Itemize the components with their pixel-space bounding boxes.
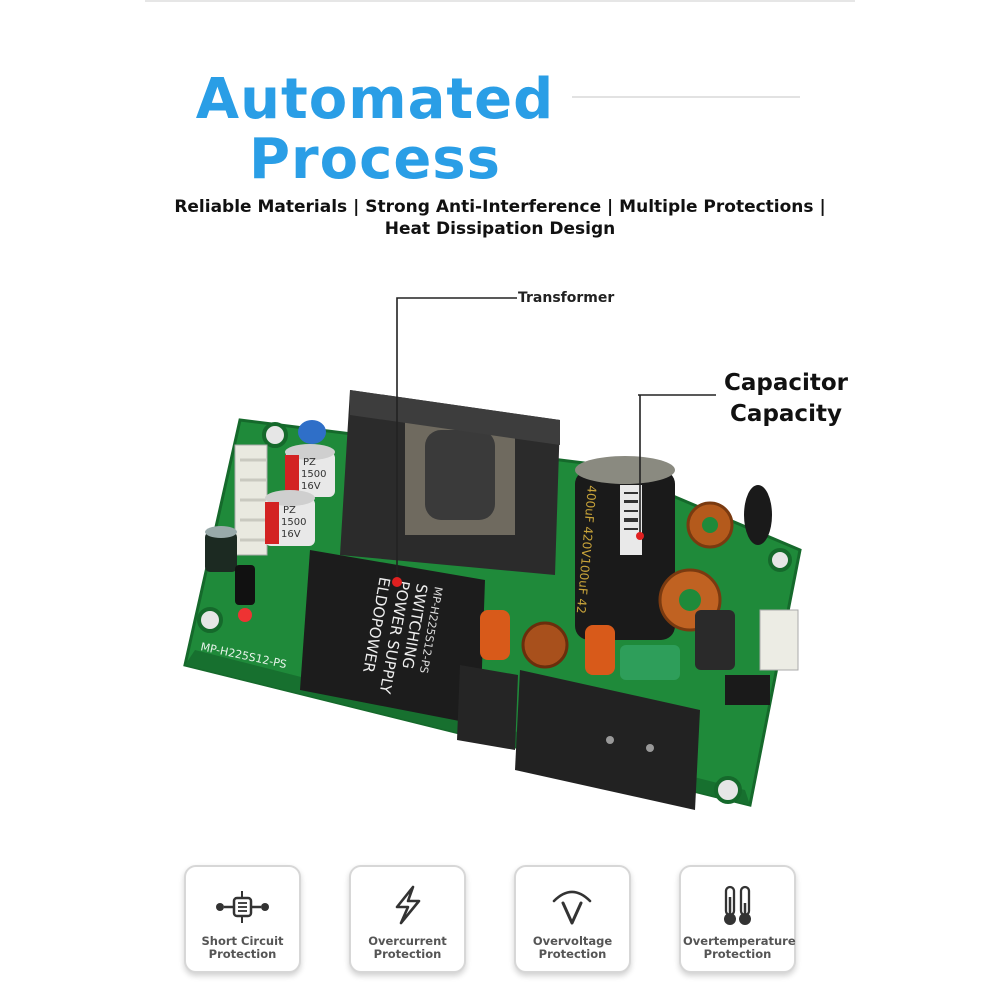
thermometer-icon (724, 885, 751, 925)
svg-text:16V: 16V (301, 481, 321, 492)
feature-caption-line-1: Overvoltage (532, 934, 613, 948)
feature-caption-line-2: Protection (208, 947, 277, 961)
overvoltage-icon (552, 890, 592, 925)
svg-text:1500: 1500 (281, 517, 306, 528)
feature-caption-line-1: Overcurrent (368, 934, 447, 948)
feature-card-overvoltage: Overvoltage Protection (514, 865, 631, 973)
callout-lines (392, 297, 644, 587)
title-line-2: Process (249, 127, 501, 192)
feature-caption-line-2: Protection (373, 947, 442, 961)
subtitle: Reliable Materials | Strong Anti-Interfe… (145, 196, 855, 240)
feature-caption-line-1: Short Circuit (201, 934, 284, 948)
subtitle-line-1: Reliable Materials | Strong Anti-Interfe… (174, 197, 826, 217)
page-title: Automated Process (150, 70, 600, 190)
capacitor-label-line-2: Capacity (730, 401, 842, 427)
svg-text:16V: 16V (281, 529, 301, 540)
feature-caption: Overcurrent Protection (353, 935, 462, 961)
capacitor-callout-line (638, 394, 716, 396)
feature-card-overcurrent: Overcurrent Protection (349, 865, 466, 973)
title-line-1: Automated (195, 67, 555, 132)
lightning-icon (395, 885, 421, 925)
capacitor-label-line-1: Capacitor (723, 370, 849, 396)
feature-caption: Overvoltage Protection (518, 935, 627, 961)
transformer-label: Transformer (518, 290, 615, 306)
feature-caption: Overtemperature Protection (683, 934, 796, 961)
small-capacitor-1: PZ 1500 16V (285, 444, 335, 497)
svg-text:PZ: PZ (283, 505, 296, 516)
power-module: MP-H225S12-PS SWITCHING POWER SUPPLY ELD… (300, 550, 485, 725)
feature-card-overtemperature: Overtemperature Protection (679, 865, 796, 973)
feature-caption-line-2: Protection (538, 947, 607, 961)
subtitle-line-2: Heat Dissipation Design (384, 219, 616, 239)
small-capacitor-2: PZ 1500 16V (265, 490, 315, 546)
feature-caption-line-1: Overtemperature (683, 934, 796, 948)
short-circuit-icon (216, 891, 269, 923)
title-rule (572, 96, 800, 98)
feature-card-short-circuit: Short Circuit Protection (184, 865, 301, 973)
feature-caption: Short Circuit Protection (188, 935, 297, 961)
svg-text:1500: 1500 (301, 469, 326, 480)
large-capacitor: 400uF 420V100uF 42 (574, 456, 675, 640)
transformer (340, 390, 560, 575)
power-supply-board-illustration: PZ 1500 16V PZ 1500 16V MP-H225S12-PS SW… (183, 390, 802, 810)
top-divider (145, 0, 855, 2)
feature-caption-line-2: Protection (703, 947, 772, 961)
svg-text:PZ: PZ (303, 457, 316, 468)
capacitor-label: Capacitor Capacity (706, 368, 866, 430)
